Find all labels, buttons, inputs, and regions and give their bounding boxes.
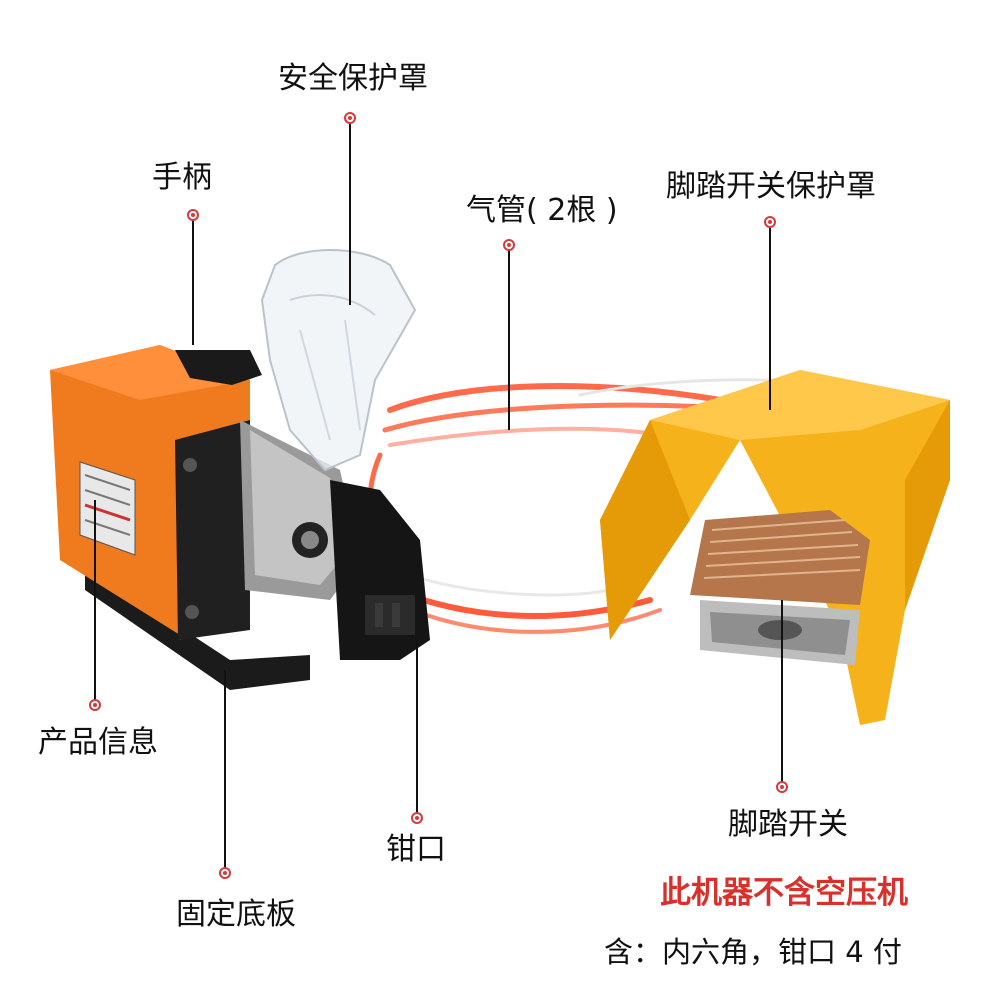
label-handle: 手柄 [152, 160, 212, 195]
note-no-compressor: 此机器不含空压机 [660, 875, 908, 911]
foot-switch-illustration [600, 370, 950, 725]
label-jaw: 钳口 [386, 832, 446, 867]
label-foot-switch: 脚踏开关 [728, 807, 848, 842]
machine-illustration [50, 249, 430, 690]
label-product-info: 产品信息 [38, 725, 158, 760]
label-air-tubes: 气管( 2根 ) [466, 193, 618, 228]
label-safety-guard: 安全保护罩 [278, 61, 428, 96]
leader-lines [94, 118, 783, 873]
marker-centers [93, 116, 784, 875]
note-includes: 含：内六角，钳口 4 付 [604, 935, 902, 969]
label-base-plate: 固定底板 [176, 897, 296, 932]
label-pedal-guard: 脚踏开关保护罩 [666, 169, 876, 204]
